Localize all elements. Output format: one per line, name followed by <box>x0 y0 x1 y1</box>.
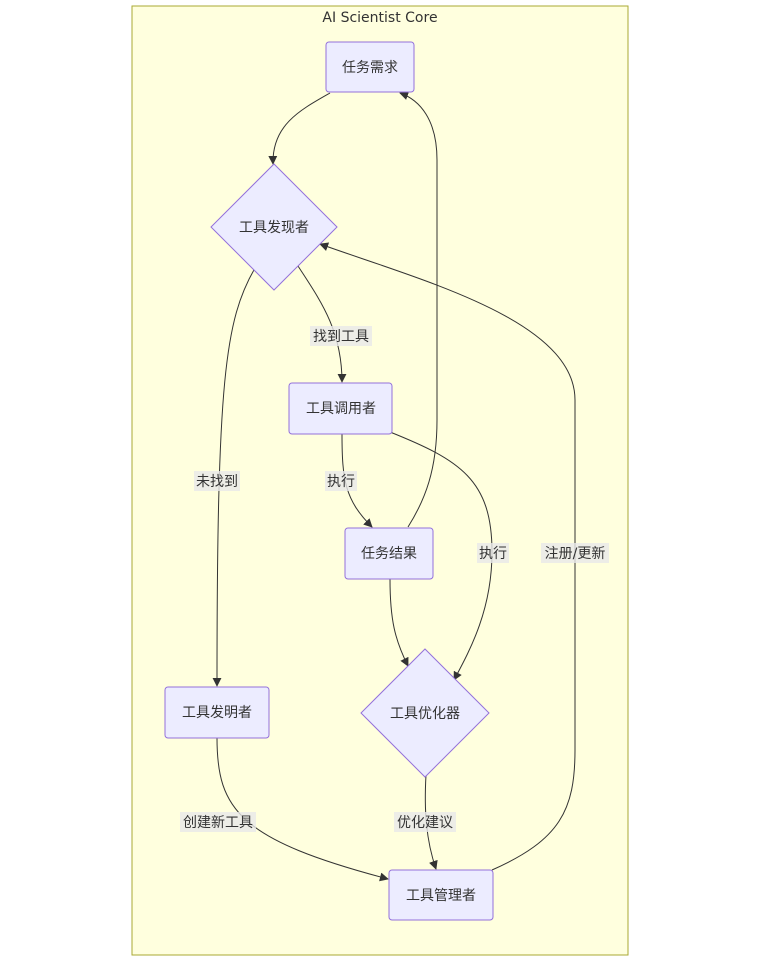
edge-labels: 找到工具 未找到 执行 执行 注册/更新 创建新工具 优化建议 <box>180 326 609 832</box>
edge-label-execute-2: 执行 <box>477 543 509 563</box>
edge-label-text: 找到工具 <box>313 329 369 345</box>
node-box <box>388 869 494 921</box>
node-tool-caller[interactable]: 工具调用者 <box>288 382 393 435</box>
edge-label-bg <box>310 326 372 346</box>
edge-label-bg <box>541 543 609 563</box>
edge-result-to-optimizer <box>389 578 409 667</box>
node-diamond <box>210 163 338 291</box>
node-diamond <box>360 648 490 778</box>
edge-label-text: 执行 <box>327 474 355 490</box>
node-label: 工具调用者 <box>306 401 376 417</box>
node-tool-optimizer[interactable]: 工具优化器 <box>360 648 490 778</box>
node-label: 工具优化器 <box>390 706 460 722</box>
node-label: 工具发现者 <box>239 220 309 236</box>
node-task-result[interactable]: 任务结果 <box>344 527 434 580</box>
edge-label-register-update: 注册/更新 <box>541 543 609 563</box>
edge-label-bg <box>394 812 456 832</box>
edge-discoverer-to-caller <box>297 265 347 383</box>
edge-label-optimization-suggestion: 优化建议 <box>394 812 456 832</box>
edge-label-not-found: 未找到 <box>194 471 240 491</box>
node-tool-inventor[interactable]: 工具发明者 <box>164 686 270 739</box>
edge-label-text: 优化建议 <box>397 815 453 831</box>
node-box <box>325 41 415 93</box>
node-label: 工具管理者 <box>406 888 476 904</box>
edge-label-create-new-tool: 创建新工具 <box>180 812 256 832</box>
edge-label-text: 执行 <box>479 546 507 562</box>
edge-label-bg <box>477 543 509 563</box>
node-box <box>164 686 270 739</box>
edge-requirement-to-discoverer <box>268 92 331 165</box>
edge-label-bg <box>325 471 357 491</box>
edge-label-found-tool: 找到工具 <box>310 326 372 346</box>
edge-label-bg <box>180 812 256 832</box>
edge-discoverer-to-inventor <box>212 267 256 687</box>
node-label: 任务结果 <box>361 546 417 562</box>
node-box <box>288 382 393 435</box>
node-label: 任务需求 <box>342 60 398 76</box>
cluster-title: AI Scientist Core <box>322 10 437 26</box>
edge-label-text: 创建新工具 <box>183 815 253 831</box>
edge-result-to-requirement <box>399 91 438 528</box>
node-tool-manager[interactable]: 工具管理者 <box>388 869 494 921</box>
nodes: 任务需求 工具发现者 工具调用者 任务结果 工具发明者 工具优化器 工具管理者 <box>164 41 494 921</box>
edge-label-bg <box>194 471 240 491</box>
edge-manager-to-discoverer <box>319 242 576 871</box>
edge-label-text: 未找到 <box>196 474 238 490</box>
node-box <box>344 527 434 580</box>
node-tool-discoverer[interactable]: 工具发现者 <box>210 163 338 291</box>
edge-label-execute-1: 执行 <box>325 471 357 491</box>
node-label: 工具发明者 <box>182 705 252 721</box>
node-task-requirement[interactable]: 任务需求 <box>325 41 415 93</box>
edge-label-text: 注册/更新 <box>545 546 606 562</box>
